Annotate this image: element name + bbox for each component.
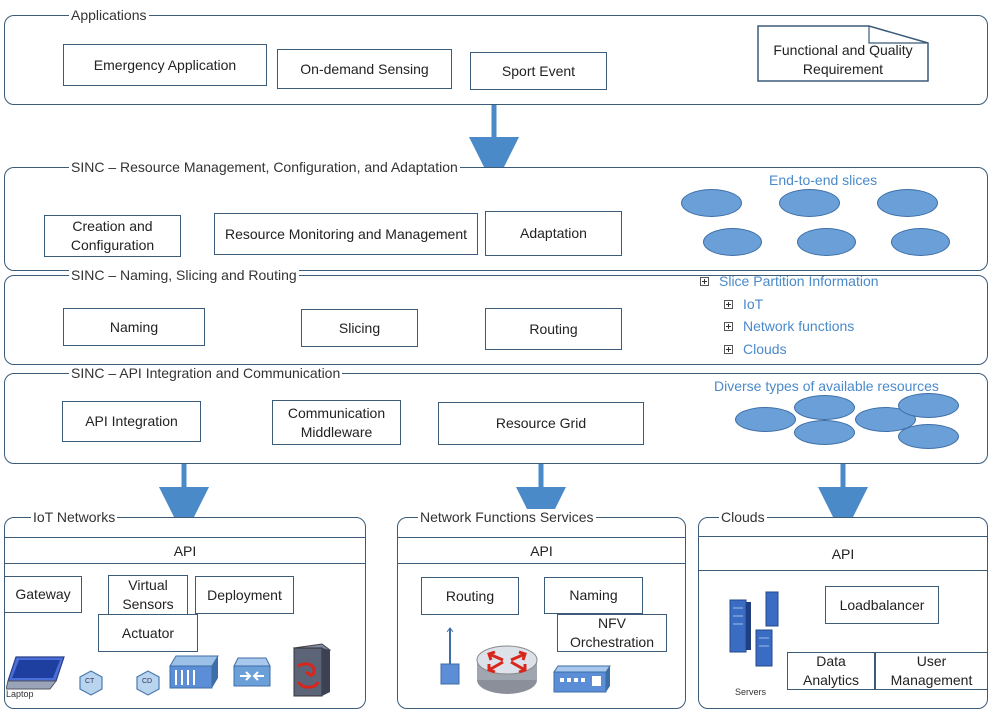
nfv-orchestration-box: NFV Orchestration xyxy=(557,614,667,652)
slice-node xyxy=(797,228,856,256)
tree-item-clouds[interactable]: Clouds xyxy=(724,341,787,357)
resource-node xyxy=(898,393,959,418)
tree-item-label: IoT xyxy=(743,296,764,312)
laptop-caption: Laptop xyxy=(6,689,34,699)
slicing-box: Slicing xyxy=(301,309,418,347)
resource-monitoring-box: Resource Monitoring and Management xyxy=(214,213,478,255)
iot-networks-title: IoT Networks xyxy=(31,509,118,525)
servers-caption: Servers xyxy=(735,687,767,697)
laptop-icon xyxy=(6,656,65,690)
actuator-box: Actuator xyxy=(98,614,198,652)
loadbalancer-box: Loadbalancer xyxy=(825,586,939,624)
expand-icon[interactable] xyxy=(724,299,733,309)
nfs-api-bar: API xyxy=(397,537,686,564)
slice-partition-tree-root[interactable]: Slice Partition Information xyxy=(700,273,879,289)
requirement-note: Functional and Quality Requirement xyxy=(757,25,929,82)
applications-title: Applications xyxy=(69,7,149,23)
ct-sensor-icon xyxy=(79,670,103,696)
tree-item-iot[interactable]: IoT xyxy=(724,296,763,312)
api-integration-box: API Integration xyxy=(62,401,201,442)
server-blade-icon xyxy=(169,655,219,689)
slice-node xyxy=(891,228,950,256)
naming-box: Naming xyxy=(63,308,205,346)
cd-label: CD xyxy=(142,678,153,685)
nfs-routing-box: Routing xyxy=(421,577,519,615)
tree-item-network-functions[interactable]: Network functions xyxy=(724,318,854,334)
user-management-box: User Management xyxy=(875,652,988,690)
diverse-resources-label: Diverse types of available resources xyxy=(714,378,939,394)
tree-item-label: Network functions xyxy=(743,318,855,334)
resource-management-title: SINC – Resource Management, Configuratio… xyxy=(69,159,460,175)
requirement-note-text: Functional and Quality Requirement xyxy=(773,42,913,77)
clouds-title: Clouds xyxy=(719,509,767,525)
router-icon xyxy=(476,645,538,694)
expand-icon[interactable] xyxy=(724,344,733,354)
naming-slicing-routing-title: SINC – Naming, Slicing and Routing xyxy=(69,267,299,283)
on-demand-sensing-box: On-demand Sensing xyxy=(277,49,452,89)
data-analytics-box: Data Analytics xyxy=(787,652,875,690)
creation-configuration-box: Creation and Configuration xyxy=(44,215,181,257)
communication-middleware-box: Communication Middleware xyxy=(272,400,401,445)
adaptation-box: Adaptation xyxy=(485,211,622,256)
network-functions-title: Network Functions Services xyxy=(418,509,596,525)
deployment-box: Deployment xyxy=(195,576,294,614)
servers-icon xyxy=(729,591,779,667)
ct-label: CT xyxy=(85,678,95,685)
api-integration-title: SINC – API Integration and Communication xyxy=(69,365,343,381)
routing-box: Routing xyxy=(485,308,622,350)
tree-item-label: Clouds xyxy=(743,341,787,357)
clouds-api-bar: API xyxy=(698,536,988,571)
nfs-naming-box: Naming xyxy=(544,577,643,614)
switch-icon xyxy=(233,657,271,687)
server-tower-icon xyxy=(292,643,332,697)
slice-node xyxy=(779,189,840,217)
slice-node xyxy=(877,189,938,217)
cd-sensor-icon xyxy=(136,670,160,696)
resource-node xyxy=(794,420,855,445)
slice-node xyxy=(681,189,742,217)
resource-grid-box: Resource Grid xyxy=(438,402,644,445)
sport-event-box: Sport Event xyxy=(470,52,607,90)
gateway-box: Gateway xyxy=(4,576,82,613)
expand-icon[interactable] xyxy=(700,276,709,286)
slice-node xyxy=(703,228,762,256)
expand-icon[interactable] xyxy=(724,321,733,331)
tree-root-label: Slice Partition Information xyxy=(719,273,879,289)
resource-node xyxy=(898,424,959,449)
network-device-icon xyxy=(553,665,611,693)
end-to-end-slices-label: End-to-end slices xyxy=(769,172,878,188)
access-point-icon xyxy=(440,627,460,685)
iot-api-bar: API xyxy=(4,537,366,564)
virtual-sensors-box: Virtual Sensors xyxy=(108,575,188,615)
emergency-application-box: Emergency Application xyxy=(63,44,267,86)
resource-node xyxy=(735,407,796,432)
resource-node xyxy=(794,395,855,420)
